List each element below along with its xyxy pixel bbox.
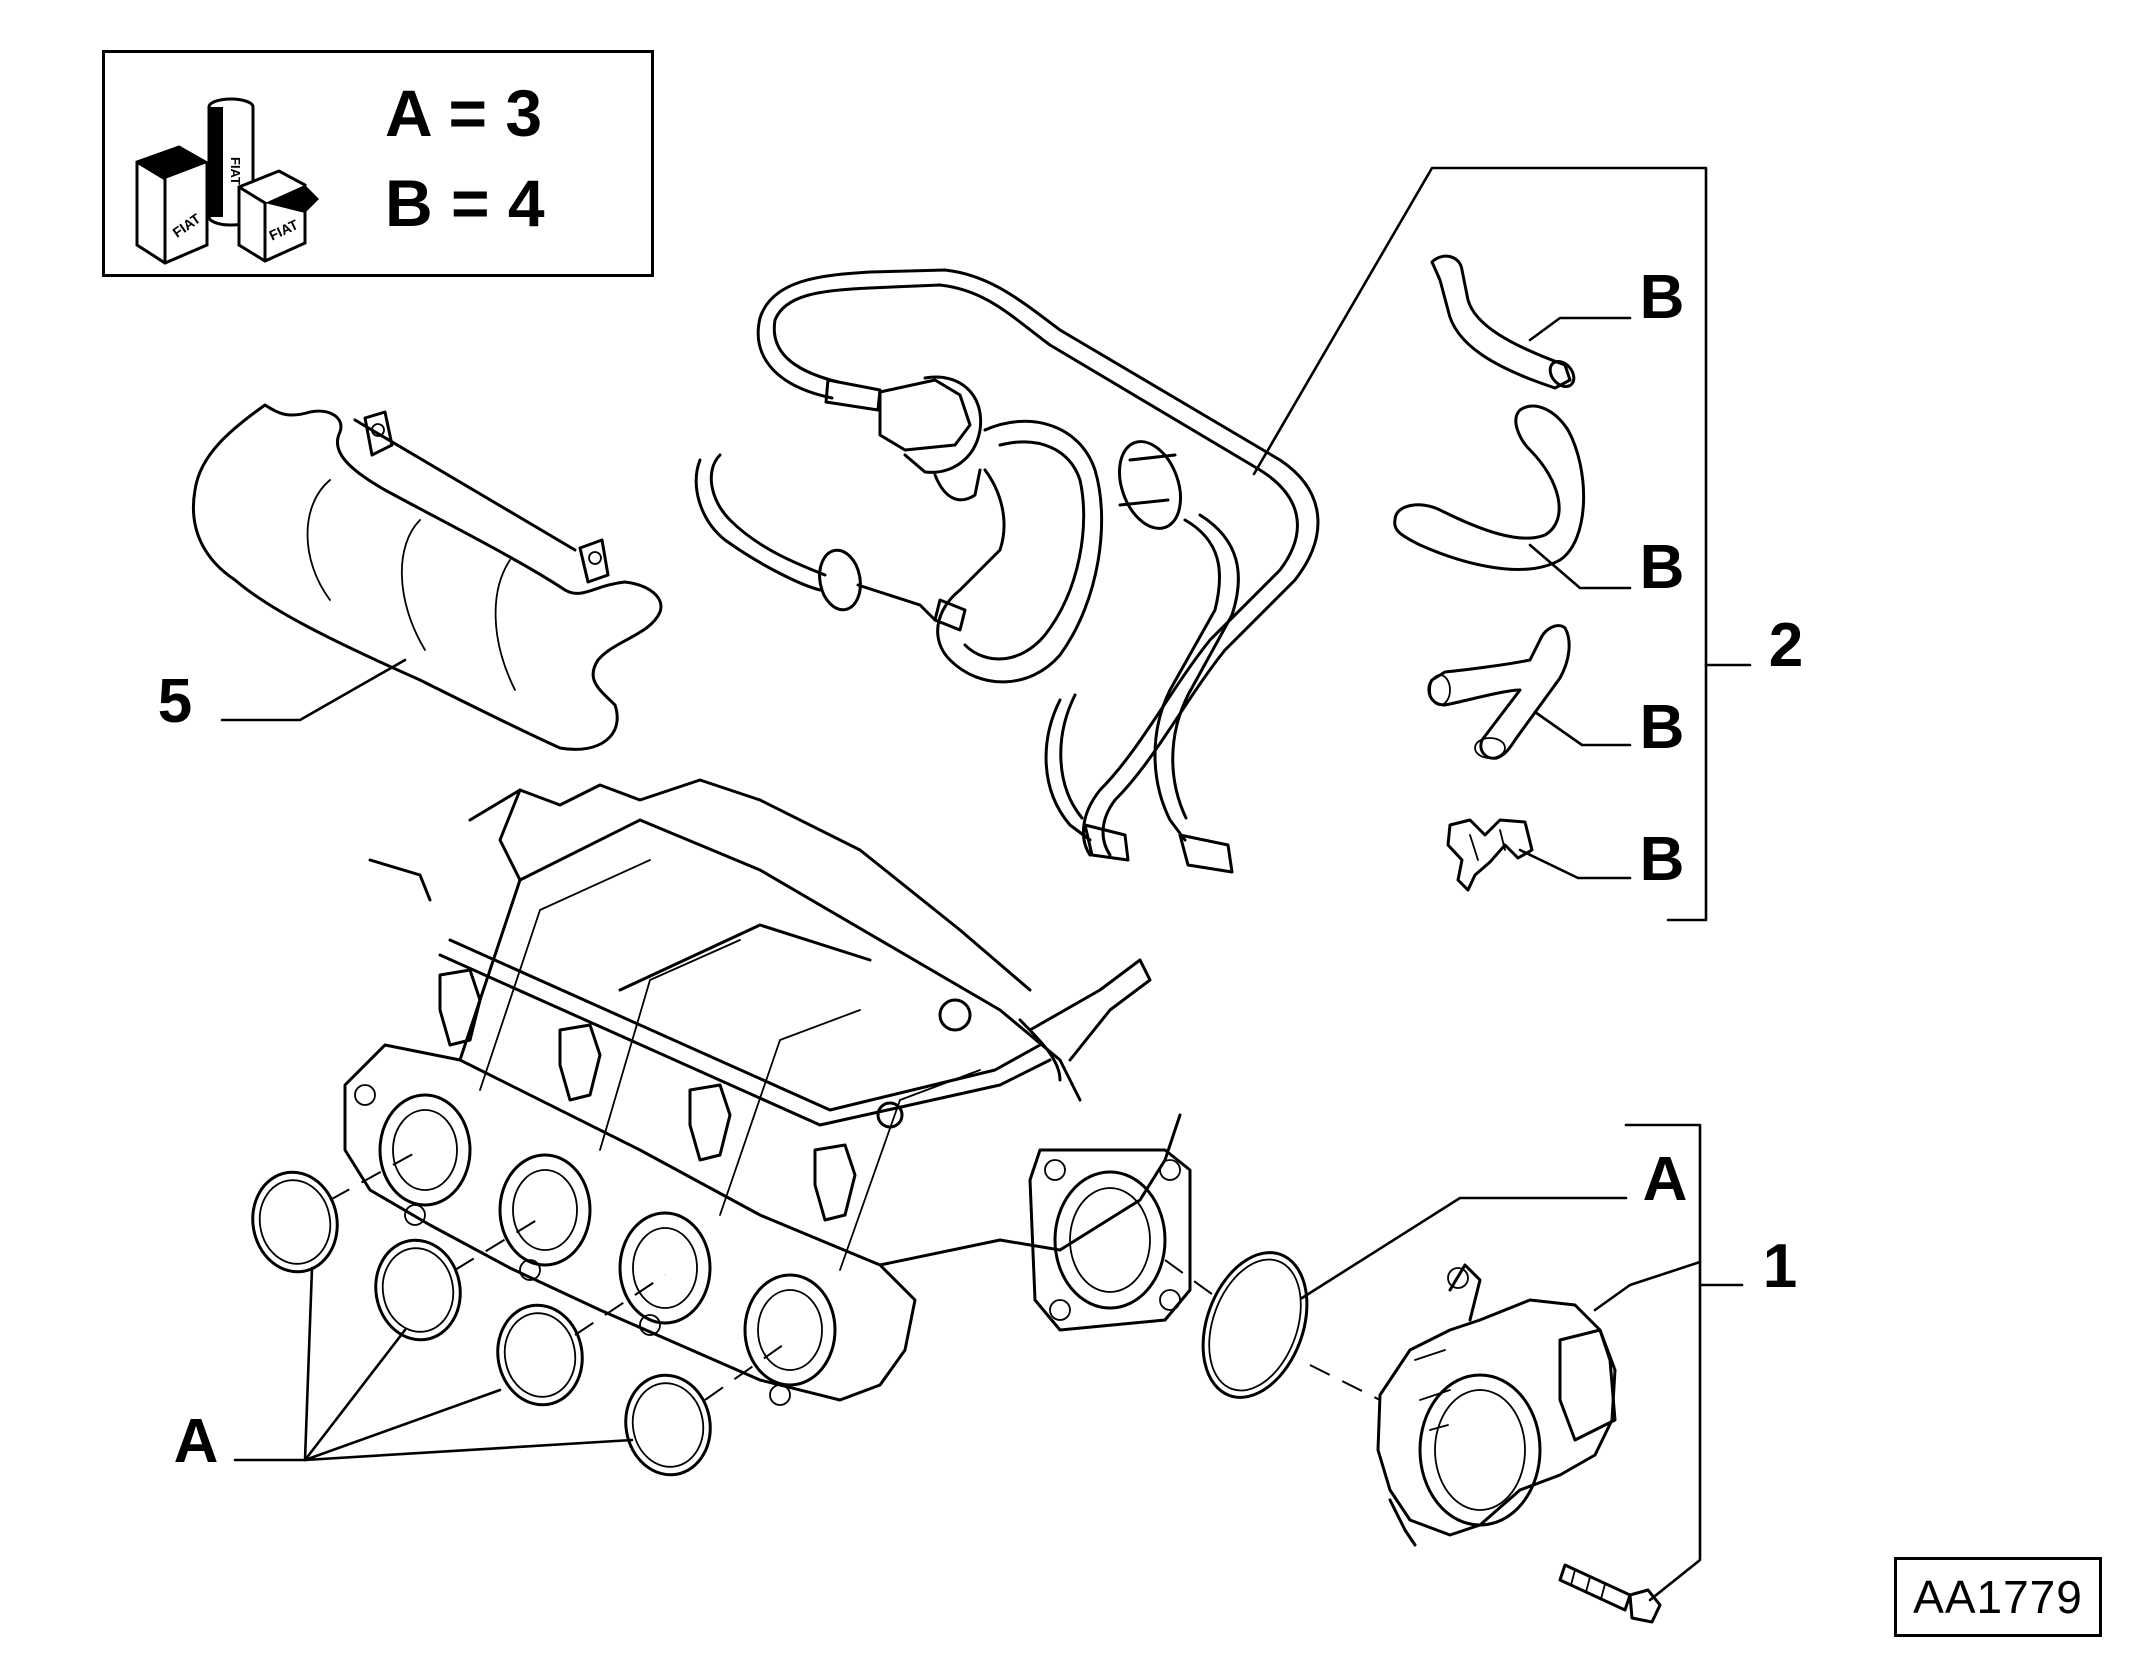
throttle-bolt[interactable] [1558,1563,1662,1624]
leader-line-a2 [303,1328,407,1462]
bracket-2 [1252,166,1708,922]
align-line-3 [574,1274,666,1336]
ref-label-2: 2 [1769,611,1803,680]
leader-line-a4 [303,1438,634,1462]
intake-gasket-4[interactable] [618,1368,718,1481]
drawing-code-box: AA1779 [1894,1557,2102,1637]
b-hose-u-bend[interactable] [1393,404,1586,571]
intake-gasket-3[interactable] [490,1298,590,1411]
ref-label-b1: B [1640,263,1685,332]
bracket-1-arm [1593,1260,1702,1312]
intake-gasket-2[interactable] [368,1233,468,1346]
legend-row-b: B = 4 [385,166,545,240]
leader-line-b1 [1528,316,1632,342]
intake-gasket-1[interactable] [245,1165,345,1278]
align-line-2 [454,1214,546,1271]
vapor-hose-assembly-part[interactable] [694,268,1320,874]
throttle-o-ring[interactable] [1184,1238,1326,1412]
leader-line-b2 [1528,543,1632,590]
leader-line-5 [220,658,407,722]
ref-label-b4: B [1640,825,1685,894]
intake-manifold-part[interactable] [343,778,1192,1406]
ref-label-a-oring: A [1643,1145,1688,1214]
drawing-code: AA1779 [1913,1571,2083,1623]
align-line-throttle-1 [1164,1259,1221,1301]
leader-line-b4 [1518,848,1632,880]
throttle-body-part[interactable] [1376,1263,1617,1547]
fiat-logo-can: FIAT [228,157,243,185]
align-line-1 [329,1149,421,1201]
b-hose-short-bent[interactable] [1430,254,1579,391]
legend-row-a: A = 3 [385,76,543,150]
ref-label-b2: B [1640,533,1685,602]
fiat-parts-kit-icon: FIAT FIAT FIAT [135,97,319,265]
leader-line-b3 [1533,710,1632,747]
ref-label-1: 1 [1763,1232,1797,1301]
ref-label-5: 5 [158,667,192,736]
leader-line-a3 [303,1388,502,1462]
ref-label-a-group: A [174,1407,219,1476]
b-clip[interactable] [1446,818,1534,892]
quantity-legend: FIAT FIAT FIAT A = 3 B = 4 [102,50,654,277]
leader-line-a-oring [1300,1196,1628,1300]
bracket-1 [1624,1123,1702,1602]
leader-line-a1 [303,1266,314,1462]
ref-label-b3: B [1640,693,1685,762]
align-line-4 [704,1339,791,1401]
align-line-throttle-2 [1309,1364,1381,1401]
b-hose-elbow[interactable] [1427,624,1571,760]
heat-shield-part[interactable] [191,403,663,751]
